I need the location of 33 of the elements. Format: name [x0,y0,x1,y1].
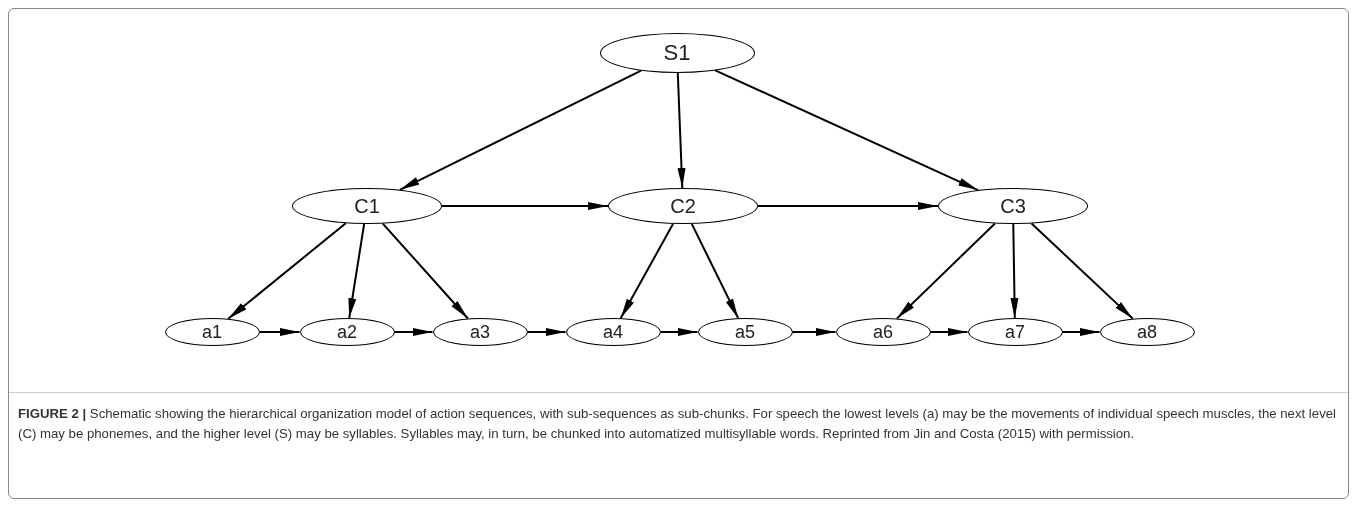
arrow [1010,223,1019,319]
node-label: a1 [202,321,222,343]
arrow [676,72,686,189]
arrow [227,222,347,320]
arrow [619,222,675,320]
arrow [895,222,996,320]
node-label: a3 [470,321,490,343]
arrow [659,328,699,336]
arrow [526,328,567,336]
arrow [1030,222,1134,320]
figure-caption: FIGURE 2 | Schematic showing the hierarchical organization model of action sequences, with sub-sequences as sub-chunks. For speech the lowest levels (a) may be the movements of individual speech muscles, the next level (C) may be phonemes, and the higher level (S) may be syllables. Syllables may, in turn, be chunked into automatized multisyllable words. Reprinted from Jin and Costa (2015) with permission. [18,405,1337,443]
node-label: a6 [873,321,893,343]
arrow [258,328,301,336]
arrow [1061,328,1101,336]
node-label: S1 [663,40,691,66]
node-label: C1 [354,194,380,218]
arrow [929,328,969,336]
arrow [714,69,980,192]
arrow [441,202,609,210]
arrow [757,202,939,210]
node-label: C3 [1000,194,1026,218]
node-label: C2 [670,194,696,218]
arrow [393,328,434,336]
node-label: a7 [1005,321,1025,343]
arrow [381,222,469,320]
node-label: a2 [337,321,357,343]
node-label: a8 [1137,321,1157,343]
node-label: a5 [735,321,755,343]
arrow [398,69,643,191]
arrow [791,328,837,336]
arrow [348,223,366,319]
node-label: a4 [603,321,623,343]
arrow [690,222,740,320]
